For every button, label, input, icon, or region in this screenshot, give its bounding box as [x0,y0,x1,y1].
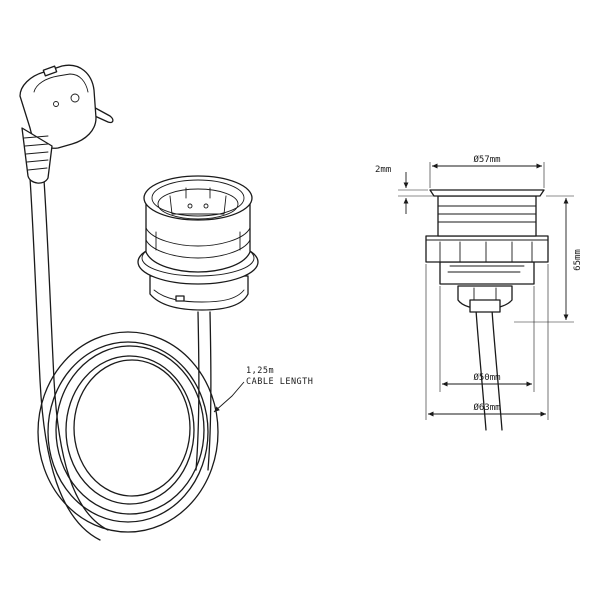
dimension-flange-thickness: 2mm [375,165,434,214]
cable-length-value: 1,25m [246,366,274,376]
dimension-body-diameter: Ø50mm [439,286,535,392]
side-elevation: Ø57mm 2mm 65mm Ø50mm [375,154,583,431]
dimension-height: 65mm [514,195,583,323]
collar-diameter-label: Ø63mm [473,402,500,413]
body-diameter-label: Ø50mm [473,372,500,383]
top-diameter-label: Ø57mm [473,154,500,165]
cable [29,177,109,541]
schuko-plug [19,64,114,184]
flange-thickness-label: 2mm [375,165,391,175]
height-label: 65mm [573,249,583,271]
socket-cable [195,311,212,471]
cable-length-callout: 1,25m CABLE LENGTH [213,366,313,413]
dimension-collar-diameter: Ø63mm [425,264,549,420]
dimension-top-diameter: Ø57mm [429,154,545,188]
cable-coil [37,331,219,533]
cable-length-caption: CABLE LENGTH [246,377,313,387]
pop-up-socket [137,175,259,311]
perspective-view: 1,25m CABLE LENGTH [19,64,313,541]
